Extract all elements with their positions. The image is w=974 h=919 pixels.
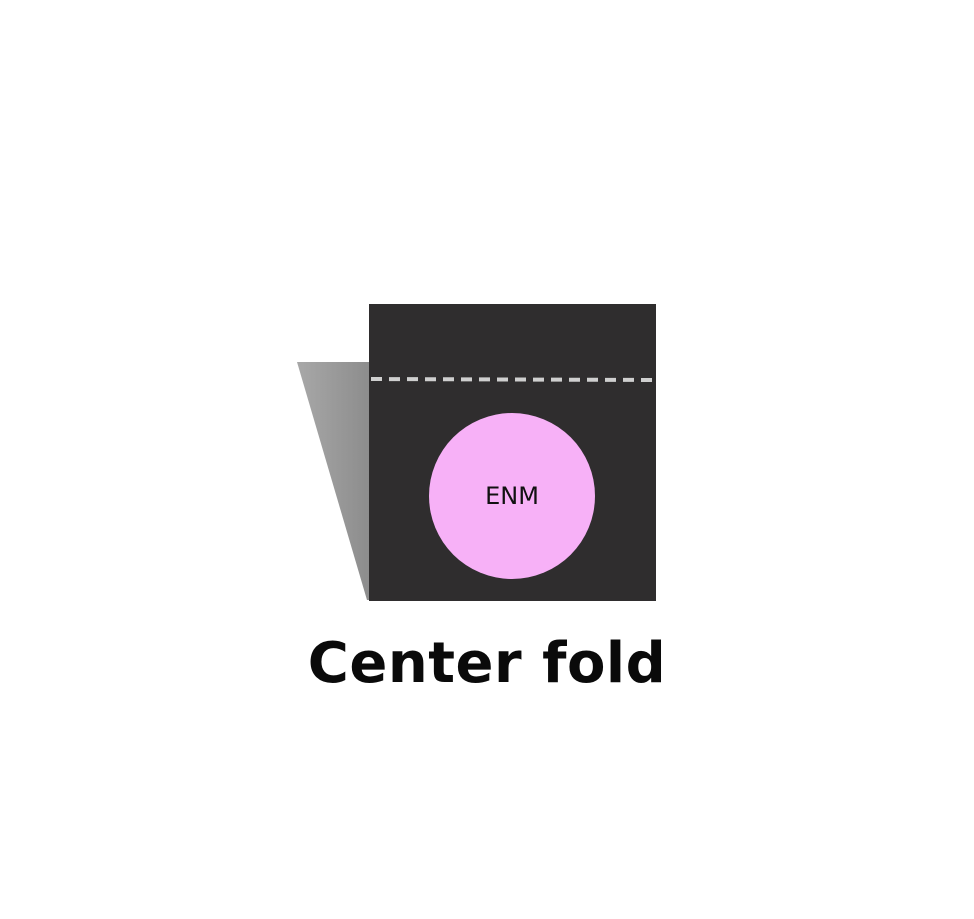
back-flap (297, 362, 371, 600)
label-text: ENM (485, 482, 539, 510)
caption: Center fold (307, 631, 667, 696)
fold-line (370, 377, 655, 382)
pink-circle (429, 413, 595, 579)
